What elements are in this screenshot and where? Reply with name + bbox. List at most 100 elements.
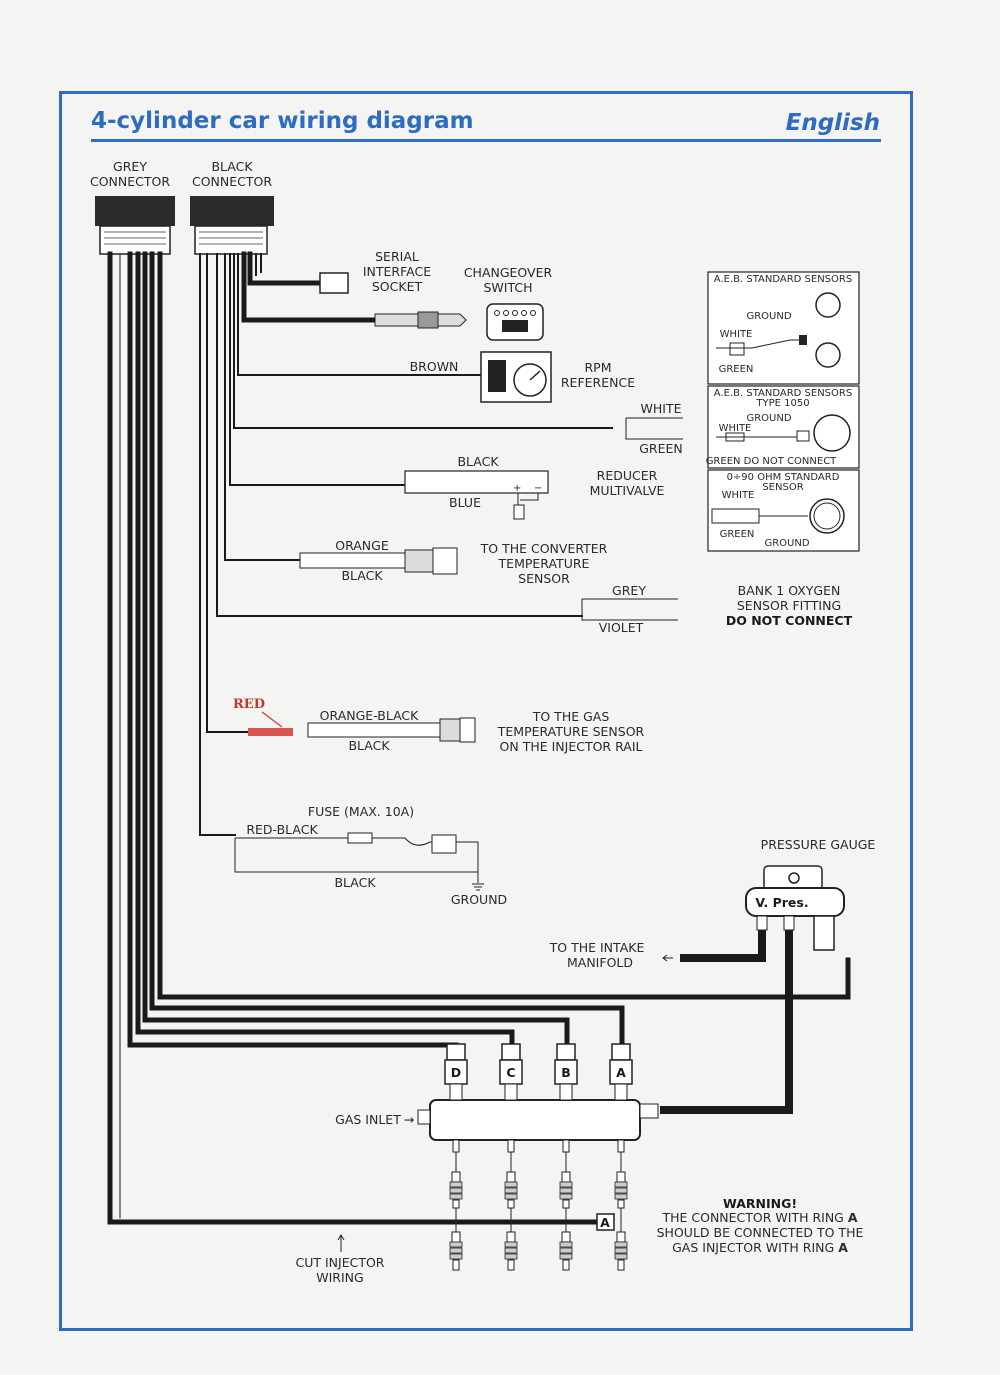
svg-text:THE CONNECTOR WITH RING A: THE CONNECTOR WITH RING A: [661, 1210, 857, 1225]
svg-text:VIOLET: VIOLET: [599, 620, 644, 635]
svg-text:BLACK: BLACK: [348, 738, 390, 753]
svg-text:RPM: RPM: [584, 360, 611, 375]
svg-text:SENSOR: SENSOR: [762, 482, 803, 493]
injector-a: A: [609, 1043, 633, 1271]
svg-text:SERIAL: SERIAL: [375, 249, 419, 264]
svg-text:GREEN DO NOT CONNECT: GREEN DO NOT CONNECT: [706, 456, 837, 467]
svg-text:GREY: GREY: [612, 583, 646, 598]
oxygen-sensor-wires: GREY VIOLET BANK 1 OXYGEN SENSOR FITTING…: [581, 583, 853, 635]
svg-text:BLACK: BLACK: [334, 875, 376, 890]
svg-text:PRESSURE GAUGE: PRESSURE GAUGE: [761, 837, 876, 852]
svg-text:A: A: [600, 1215, 610, 1230]
svg-text:CONNECTOR: CONNECTOR: [192, 174, 272, 189]
injector-letter: B: [561, 1065, 571, 1080]
svg-text:INTERFACE: INTERFACE: [363, 264, 431, 279]
svg-text:−: −: [534, 483, 542, 494]
language-label: English: [785, 110, 880, 136]
svg-text:GREY: GREY: [113, 159, 147, 174]
svg-text:WHITE: WHITE: [641, 401, 682, 416]
svg-text:WARNING!: WARNING!: [723, 1196, 797, 1211]
svg-text:TEMPERATURE SENSOR: TEMPERATURE SENSOR: [497, 724, 645, 739]
injector-letter: D: [451, 1065, 461, 1080]
svg-text:BLACK: BLACK: [211, 159, 253, 174]
svg-text:+: +: [513, 483, 521, 494]
svg-text:→: →: [404, 1112, 414, 1127]
injector-letter: C: [506, 1065, 515, 1080]
svg-text:ORANGE: ORANGE: [335, 538, 389, 553]
title-rule: [91, 139, 881, 142]
changeover-switch: CHANGEOVER SWITCH: [374, 265, 553, 341]
svg-text:A.E.B. STANDARD SENSORS: A.E.B. STANDARD SENSORS: [714, 274, 852, 285]
reducer-multivalve: BLACK + − BLUE REDUCER MULTIVALVE: [404, 454, 665, 520]
svg-text:V. Pres.: V. Pres.: [755, 895, 808, 910]
svg-text:GREEN: GREEN: [639, 441, 683, 456]
svg-text:MULTIVALVE: MULTIVALVE: [590, 483, 665, 498]
svg-text:SENSOR: SENSOR: [518, 571, 570, 586]
svg-text:REDUCER: REDUCER: [597, 468, 658, 483]
page-frame: [59, 91, 913, 1331]
svg-text:ON THE INJECTOR RAIL: ON THE INJECTOR RAIL: [500, 739, 643, 754]
svg-text:WHITE: WHITE: [720, 329, 753, 340]
svg-text:CONNECTOR: CONNECTOR: [90, 174, 170, 189]
svg-text:FUSE (MAX. 10A): FUSE (MAX. 10A): [308, 804, 414, 819]
svg-text:GREEN: GREEN: [720, 529, 755, 540]
ring-a-connector: A: [596, 1213, 615, 1231]
svg-text:ORANGE-BLACK: ORANGE-BLACK: [320, 708, 419, 723]
pressure-gauge: PRESSURE GAUGE V. Pres. TO THE INTAKE MA…: [549, 837, 876, 1114]
serial-interface-socket: SERIAL INTERFACE SOCKET: [319, 249, 431, 294]
svg-text:SENSOR FITTING: SENSOR FITTING: [737, 598, 841, 613]
svg-text:0÷90 OHM STANDARD: 0÷90 OHM STANDARD: [727, 472, 840, 483]
svg-text:GROUND: GROUND: [451, 892, 507, 907]
aeb-type-1050-box: A.E.B. STANDARD SENSORS TYPE 1050 GROUND…: [706, 385, 860, 469]
injector-d: D: [444, 1043, 468, 1271]
svg-text:RED: RED: [233, 697, 265, 712]
svg-text:GROUND: GROUND: [746, 311, 791, 322]
svg-text:SHOULD BE CONNECTED TO THE: SHOULD BE CONNECTED TO THE: [657, 1225, 864, 1240]
svg-text:GREEN: GREEN: [719, 364, 754, 375]
svg-text:TYPE 1050: TYPE 1050: [755, 398, 809, 409]
injector-b: B: [554, 1043, 578, 1271]
converter-temperature-sensor: ORANGE BLACK TO THE CONVERTER TEMPERATUR…: [299, 538, 608, 586]
svg-text:REFERENCE: REFERENCE: [561, 375, 635, 390]
svg-text:DO NOT CONNECT: DO NOT CONNECT: [726, 613, 853, 628]
cut-injector-wiring: CUT INJECTOR WIRING: [296, 1234, 385, 1285]
svg-text:TO THE CONVERTER: TO THE CONVERTER: [480, 541, 608, 556]
svg-text:GAS INLET: GAS INLET: [335, 1112, 401, 1127]
svg-text:GROUND: GROUND: [764, 538, 809, 549]
ohm-standard-sensor-box: 0÷90 OHM STANDARD SENSOR WHITE GREEN GRO…: [707, 469, 860, 552]
svg-text:CUT INJECTOR: CUT INJECTOR: [296, 1255, 385, 1270]
svg-text:WIRING: WIRING: [316, 1270, 363, 1285]
rpm-reference: BROWN RPM REFERENCE: [410, 351, 635, 403]
gas-temperature-sensor: RED ORANGE-BLACK BLACK TO THE GAS TEMPER…: [233, 697, 645, 754]
warning-note: WARNING! THE CONNECTOR WITH RING A SHOUL…: [657, 1196, 864, 1255]
svg-text:BROWN: BROWN: [410, 359, 459, 374]
svg-text:TO THE GAS: TO THE GAS: [532, 709, 610, 724]
svg-text:WHITE: WHITE: [719, 423, 752, 434]
svg-text:BANK 1 OXYGEN: BANK 1 OXYGEN: [738, 583, 841, 598]
svg-text:A.E.B. STANDARD SENSORS: A.E.B. STANDARD SENSORS: [714, 388, 852, 399]
injector-c: C: [499, 1043, 523, 1271]
page-title: 4-cylinder car wiring diagram: [91, 108, 474, 134]
grey-connector: GREY CONNECTOR: [90, 159, 175, 255]
svg-text:WHITE: WHITE: [722, 490, 755, 501]
svg-text:TEMPERATURE: TEMPERATURE: [498, 556, 590, 571]
svg-text:GAS INJECTOR WITH RING A: GAS INJECTOR WITH RING A: [672, 1240, 848, 1255]
svg-text:MANIFOLD: MANIFOLD: [567, 955, 633, 970]
aeb-standard-sensors-box: A.E.B. STANDARD SENSORS GROUND WHITE GRE…: [707, 271, 860, 385]
svg-text:BLACK: BLACK: [341, 568, 383, 583]
sensor-wires: WHITE GREEN: [625, 401, 683, 456]
injector-set: D C B A: [444, 1043, 633, 1271]
svg-text:SWITCH: SWITCH: [483, 280, 532, 295]
svg-text:BLUE: BLUE: [449, 495, 481, 510]
injector-letter: A: [616, 1065, 626, 1080]
svg-text:GROUND: GROUND: [746, 413, 791, 424]
injector-rail: GAS INLET →: [335, 1099, 659, 1141]
svg-text:CHANGEOVER: CHANGEOVER: [464, 265, 553, 280]
black-connector: BLACK CONNECTOR: [190, 159, 274, 255]
svg-text:SOCKET: SOCKET: [372, 279, 423, 294]
svg-text:BLACK: BLACK: [457, 454, 499, 469]
svg-text:RED-BLACK: RED-BLACK: [246, 822, 318, 837]
fuse-circuit: FUSE (MAX. 10A) RED-BLACK BLACK GROUND: [234, 804, 507, 907]
svg-text:TO THE INTAKE: TO THE INTAKE: [549, 940, 645, 955]
